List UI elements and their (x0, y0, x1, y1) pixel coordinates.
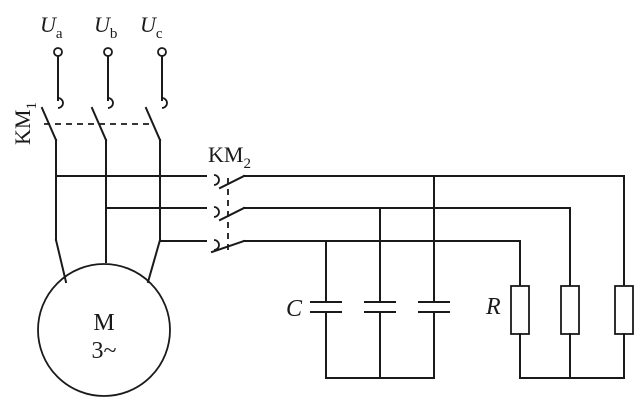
km1-contact-arc-c (161, 97, 168, 109)
label-capacitor: C (286, 296, 303, 322)
km1-contact-arc-a (57, 97, 64, 109)
motor-lead-c (146, 238, 162, 284)
motor-circle (37, 263, 171, 397)
label-ua: Ua (40, 12, 63, 42)
km2-contact-arc-b (213, 206, 220, 218)
label-ub: Ub (94, 12, 117, 42)
km1-blade-c (144, 106, 162, 142)
terminal-b (103, 47, 113, 57)
km2-contact-arc-c (213, 239, 220, 251)
km2-blade-b (218, 206, 246, 222)
km1-contact-arc-b (107, 97, 114, 109)
terminal-c (157, 47, 167, 57)
label-resistor: R (485, 294, 501, 320)
km2-contact-arc-a (213, 174, 220, 186)
km2-blade-a (218, 174, 246, 190)
label-km1: KM1 (10, 102, 40, 145)
motor-lead-a (54, 238, 68, 284)
resistor-1 (510, 285, 530, 335)
label-km2: KM2 (208, 142, 251, 172)
motor-label-m: M (93, 310, 114, 336)
terminal-a (53, 47, 63, 57)
label-uc: Uc (140, 12, 163, 42)
motor-label-3phase: 3~ (92, 338, 117, 364)
resistor-3 (614, 285, 634, 335)
resistor-2 (560, 285, 580, 335)
